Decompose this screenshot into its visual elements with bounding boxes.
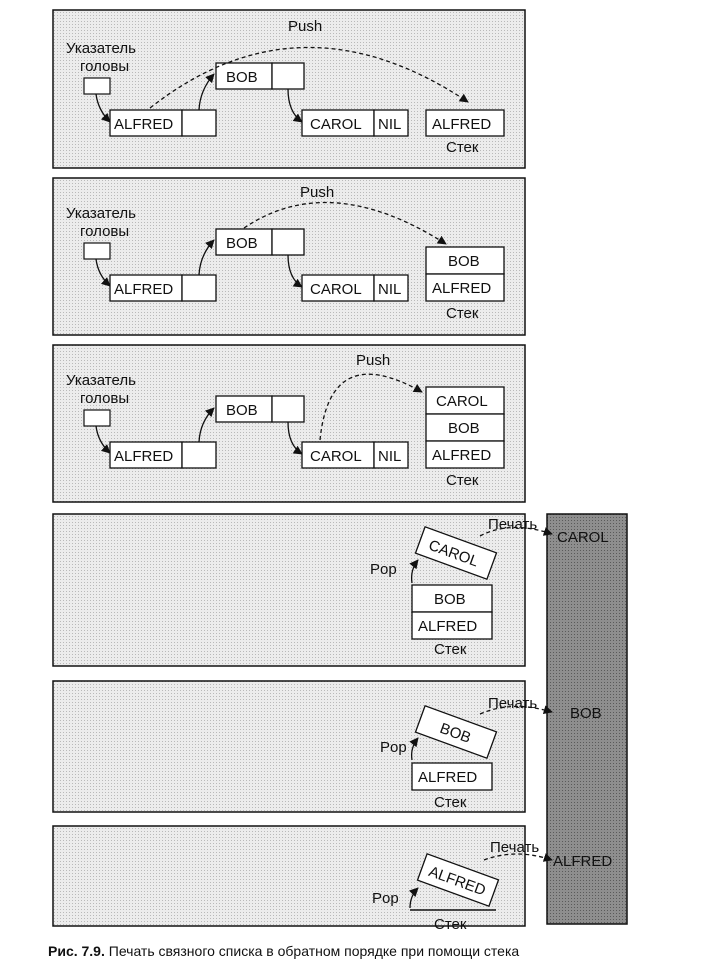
head-pointer-label: Указатель xyxy=(66,372,136,389)
node-bob xyxy=(215,228,273,256)
pop-label: Pop xyxy=(370,561,397,578)
node-alfred xyxy=(109,274,183,302)
nil-label: NIL xyxy=(378,116,401,133)
head-pointer-box xyxy=(83,242,111,260)
stack-cell-label: BOB xyxy=(448,253,480,270)
head-pointer-label: головы xyxy=(80,390,129,407)
head-pointer-box xyxy=(83,77,111,95)
stack-label: Стек xyxy=(434,916,467,933)
head-pointer-label: Указатель xyxy=(66,40,136,57)
panel-push-2: Указатель головы ALFRED BOB CAROL NIL Pu… xyxy=(52,177,526,336)
node-label: BOB xyxy=(226,235,258,252)
push-label: Push xyxy=(300,184,334,201)
stack-cell xyxy=(425,413,505,442)
node-label: CAROL xyxy=(310,116,362,133)
panel-push-3: Указатель головы ALFRED BOB CAROL NIL Pu… xyxy=(52,344,526,503)
stack-cell-label: ALFRED xyxy=(418,769,477,786)
node-label: CAROL xyxy=(310,281,362,298)
panel-pop-1: CAROL Pop Печать BOB ALFRED Стек xyxy=(52,513,553,667)
node-carol xyxy=(301,109,375,137)
stack-cell-label: ALFRED xyxy=(418,618,477,635)
output-column xyxy=(546,513,628,925)
node-bob xyxy=(215,395,273,423)
head-pointer-label: головы xyxy=(80,58,129,75)
node-label: ALFRED xyxy=(114,281,173,298)
push-label: Push xyxy=(288,18,322,35)
pop-label: Pop xyxy=(380,739,407,756)
panel-pop-3: ALFRED Pop Печать Стек xyxy=(52,825,553,933)
stack-cell xyxy=(425,440,505,469)
node-label: ALFRED xyxy=(114,116,173,133)
stack-cell-label: BOB xyxy=(434,591,466,608)
stack-cell xyxy=(425,273,505,302)
node-alfred xyxy=(109,109,183,137)
stack-label: Стек xyxy=(434,794,467,811)
head-pointer-label: Указатель xyxy=(66,205,136,222)
print-label: Печать xyxy=(490,839,539,856)
node-alfred xyxy=(109,441,183,469)
node-label: ALFRED xyxy=(114,448,173,465)
stack-label: Стек xyxy=(446,305,479,322)
stack-cell xyxy=(425,109,505,137)
node-label: BOB xyxy=(226,402,258,419)
figure-caption: Рис. 7.9. Печать связного списка в обрат… xyxy=(48,943,698,959)
stack-cell xyxy=(425,386,505,415)
print-label: Печать xyxy=(488,695,537,712)
nil-label: NIL xyxy=(378,448,401,465)
stack-cell-label: ALFRED xyxy=(432,280,491,297)
stack-label: Стек xyxy=(434,641,467,658)
print-label: Печать xyxy=(488,516,537,533)
head-pointer-box xyxy=(83,409,111,427)
popped-cell xyxy=(416,853,500,907)
popped-cell xyxy=(414,705,498,759)
stack-cell-label: ALFRED xyxy=(432,116,491,133)
stack-cell xyxy=(411,584,493,613)
node-label: BOB xyxy=(226,69,258,86)
stack-label: Стек xyxy=(446,139,479,156)
stack-cell-label: BOB xyxy=(448,420,480,437)
stack-cell xyxy=(411,611,493,640)
node-label: CAROL xyxy=(310,448,362,465)
figure-caption-text: Печать связного списка в обратном порядк… xyxy=(108,943,520,959)
nil-label: NIL xyxy=(378,281,401,298)
stack-cell xyxy=(411,762,493,791)
panel-push-1: Указатель головы ALFRED BOB CAROL NIL Pu… xyxy=(52,9,526,169)
push-label: Push xyxy=(356,352,390,369)
stack-cell-label: CAROL xyxy=(436,393,488,410)
output-item: ALFRED xyxy=(553,853,612,870)
stack-label: Стек xyxy=(446,472,479,489)
stack-cell-label: ALFRED xyxy=(432,447,491,464)
pop-label: Pop xyxy=(372,890,399,907)
output-item: BOB xyxy=(570,705,602,722)
popped-cell xyxy=(414,526,498,580)
output-item: CAROL xyxy=(557,529,609,546)
head-pointer-label: головы xyxy=(80,223,129,240)
panel-pop-2: BOB Pop Печать ALFRED Стек xyxy=(52,680,553,813)
figure-number: Рис. 7.9. xyxy=(48,943,105,959)
